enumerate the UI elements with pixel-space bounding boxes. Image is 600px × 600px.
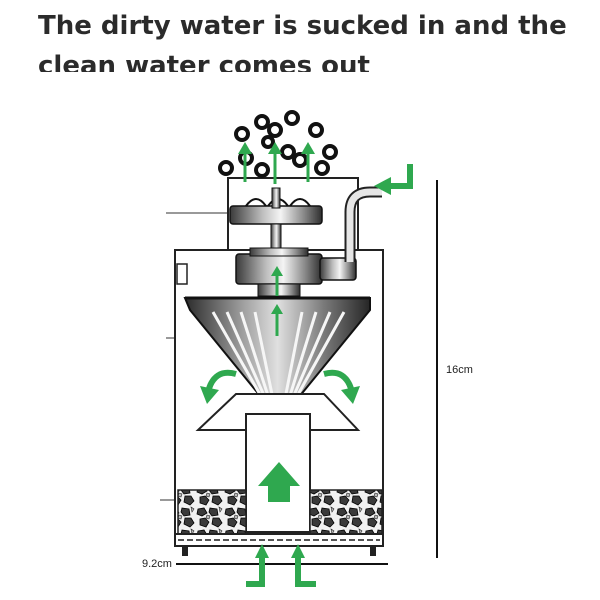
filter-base: [174, 533, 384, 556]
gravel-bed-right: [309, 489, 383, 535]
motor: [235, 247, 357, 297]
caption-line-2: clean water comes out: [38, 51, 370, 72]
bubble-icon: [218, 110, 338, 178]
curved-arrow-icon: [200, 164, 413, 587]
gravel-bed-left: [177, 489, 247, 535]
caption-line-1: The dirty water is sucked in and the: [38, 11, 567, 41]
up-arrow-icon: [238, 142, 315, 502]
diagram-caption: The dirty water is sucked in and the cle…: [38, 6, 578, 72]
height-label: 16cm: [446, 364, 473, 376]
impeller: [229, 187, 323, 257]
width-label: 9.2cm: [142, 558, 172, 570]
side-clip: [176, 263, 188, 285]
diffuser-plate: [195, 393, 361, 431]
